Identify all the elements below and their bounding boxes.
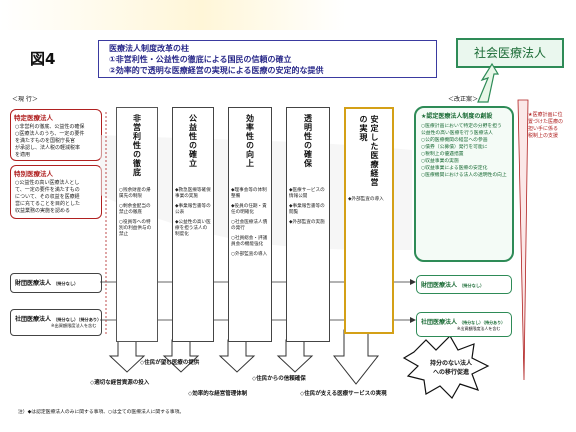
left-box-title: 特別医療法人 [14,170,53,178]
right-box-item: ○税制上の優遇措置 [421,152,464,157]
burst-line: 持分のない法人 [429,360,472,367]
pillar-title: 非営利性の徹底 [132,114,142,177]
far-right-note-line: 置づけた医療の [528,119,564,125]
pillar-title: 公益性の確立 [188,114,198,168]
left-box-title: 特定医療法人 [14,114,53,122]
pillar-1: 非営利性の徹底 ○残余財産の帰属先の制限 ○剰余金配当の禁止の徹底 ○役員等への… [116,107,158,342]
left-box-title-text: 社団医療法人 [15,316,52,323]
title-line2: ①非営利性・公益性の徹底による国民の信頼の確立 [109,55,292,64]
pillar-item: ◆外部監査の導入 [348,197,384,202]
arrowhead [410,317,416,323]
burst-text: 持分のない法人 への移行促進 [424,358,478,376]
right-box-shadan-title-text: 社団医療法人 [421,319,458,326]
pillar-3: 効率性の向上 ◆理事会等の体制整備 ◆役員の任期・責任の明確化 ○社会医療法人債… [228,107,272,342]
right-box-zaidan: 財団医療法人 （持分なし） [416,275,512,294]
left-box-body: ○非営利の徹底、公益性の確保 [15,124,85,130]
left-box-sub2: ※出資額限度法人を含む [51,323,97,328]
left-box-body: を満たすものを国税庁長官 [15,138,76,144]
left-box-body: 収益業務の実施を認める [15,208,71,214]
figure-label: 図4 [30,50,56,68]
pillar-item: ◆救急医療等確保事業の実施 [175,188,211,199]
right-box-shadan: 社団医療法人 （持分なし）（持分あり） ※出資額限度法人を含む [416,312,512,337]
left-box-title: 社団医療法人 （持分なし）（持分あり） [11,310,101,323]
down-arrow-3 [218,339,256,373]
pillar-5: 安定した医療経営の実現 ◆外部監査の導入 [344,107,394,334]
pillar-item: ○社会医療法人債の発行 [231,220,268,231]
pillar-title: 透明性の確保 [303,114,313,168]
social-medical-corp-box: 社会医療法人 [456,38,564,68]
left-box-title-text: 財団医療法人 [15,280,52,287]
right-box-zaidan-title-text: 財団医療法人 [421,282,458,289]
title-line3: ②効率的で透明な医療経営の実現による医療の安定的な提供 [109,66,324,75]
pillar-item: ◆外部監査の実施 [289,220,325,225]
right-box-zaidan-sub: （持分なし） [459,283,485,288]
far-right-note-line: 担い手に係る [528,126,559,132]
pillar-item: ◆公益性の高い医療を担う法人の制度化 [175,220,211,237]
arrowhead [410,279,416,285]
far-right-note-line: ★医療計画に位 [528,112,563,118]
pillar-item: ◆理事会等の体制整備 [231,188,267,199]
down-arrow-1 [108,339,146,373]
pillar-item: ○外部監査の導入 [231,252,268,257]
outcome-2: ◇住民からの信頼確保 [252,376,306,382]
pillar-item: ○残余財産の帰属先の制限 [119,188,151,199]
left-box-sub: （持分なし）（持分あり） [53,317,102,322]
right-box-nintei: ★認定医療法人制度の創設 ○医療計画において特定の分野を担う 公益性の高い医療を… [414,106,514,262]
title-line1: 医療法人制度改革の柱 [109,44,189,53]
pillar-item: ○社員総会・評議員会の機能強化 [231,236,268,247]
right-box-shadan-title: 社団医療法人 （持分なし）（持分あり） [417,313,511,326]
far-right-note: ★医療計画に位 置づけた医療の 担い手に係る 税制上の支援 [528,112,574,140]
current-label: ＜現 行＞ [12,96,38,103]
down-arrow-2 [162,339,200,373]
right-box-item: ○医療機関における法人の透明性の向上 [421,173,507,178]
pillar-4: 透明性の確保 ◆医療サービスの情報公開 ◆事業報告書等の閲覧 ◆外部監査の実施 [286,107,330,342]
left-box-title: 財団医療法人 （持分なし） [11,274,101,287]
pillar-item: ○剰余金配当の禁止の徹底 [119,204,151,215]
pillar-title: 安定した医療経営の実現 [359,115,379,187]
left-box-body: て、一定の要件を満たすもの [15,187,80,193]
right-box-item: ○医療計画において特定の分野を担う [421,124,502,129]
right-box-item: ○債券（公募債）発行を可能に [421,145,488,150]
right-box-item: 公益性の高い医療を行う医療法人 [421,131,493,136]
pillar-item: ○役員等への特別の利益供与の禁止 [119,220,152,237]
left-box-body: を適用 [15,152,31,158]
down-arrow-4 [276,339,314,373]
burst-line: への移行促進 [432,369,469,376]
outcome-1: ◇住民が望む医療の提供 [140,360,200,366]
down-arrow-5 [332,329,380,385]
right-box-item: ○収益事業による医療の安定化 [421,166,488,171]
upward-arrow [477,62,500,103]
right-box-item: ○収益事業の実施 [421,159,459,164]
pillar-item: ◆事業報告書等の閲覧 [289,204,325,215]
outcome-4: ◇適切な経営資源の投入 [90,380,150,386]
left-box-body: ○医療法人のうち、一定の要件 [15,131,85,137]
pillar-title: 効率性の向上 [245,114,255,168]
left-box-tokutei: 特定医療法人 ○非営利の徹底、公益性の確保 ○医療法人のうち、一定の要件 を満た… [10,109,102,161]
reform-label: ＜改正案＞ [448,96,479,103]
title-box: 医療法人制度改革の柱 ①非営利性・公益性の徹底による国民の信頼の確立 ②効率的で… [98,40,437,78]
right-box-title: ★認定医療法人制度の創設 [421,113,493,120]
far-right-note-line: 税制上の支援 [528,133,559,139]
outcome-5: ◇効率的な経営管理体制 [188,391,248,397]
left-box-body: について、その収益を医療経 [15,194,80,200]
right-box-zaidan-title: 財団医療法人 （持分なし） [417,276,511,289]
pillar-2: 公益性の確立 ◆救急医療等確保事業の実施 ◆事業報告書等の公表 ◆公益性の高い医… [172,107,214,342]
far-right-wedge [517,99,529,381]
outcome-3: ◇住民が支える医療サービスの実現 [300,391,387,397]
footnote: 注）◆は認定医療法人のみに関する事項、○は全ての医療法人に関する事項。 [18,410,185,415]
pillar-item: ◆役員の任期・責任の明確化 [231,204,267,215]
header-background [0,0,576,30]
left-box-body: が承認し、法人税の軽減税率 [15,145,81,151]
right-box-shadan-sub: （持分なし）（持分あり） [459,320,506,325]
pillar-item: ◆事業報告書等の公表 [175,204,211,215]
right-box-item: ○公的医療機関の経営への参画 [421,138,488,143]
left-box-tokubetsu: 特別医療法人 ○公益性の高い医療法人とし て、一定の要件を満たすもの について、… [10,165,102,219]
left-box-sub: （持分なし） [53,281,79,286]
right-box-shadan-sub2: ※出資額限度法人を含む [457,326,501,331]
left-box-zaidan: 財団医療法人 （持分なし） [10,273,102,293]
left-box-body: ○公益性の高い医療法人とし [15,180,80,186]
left-box-shadan: 社団医療法人 （持分なし）（持分あり） ※出資額限度法人を含む [10,309,102,336]
pillar-item: ◆医療サービスの情報公開 [289,188,325,199]
left-box-body: 営に充てることを目的とした [15,201,81,207]
